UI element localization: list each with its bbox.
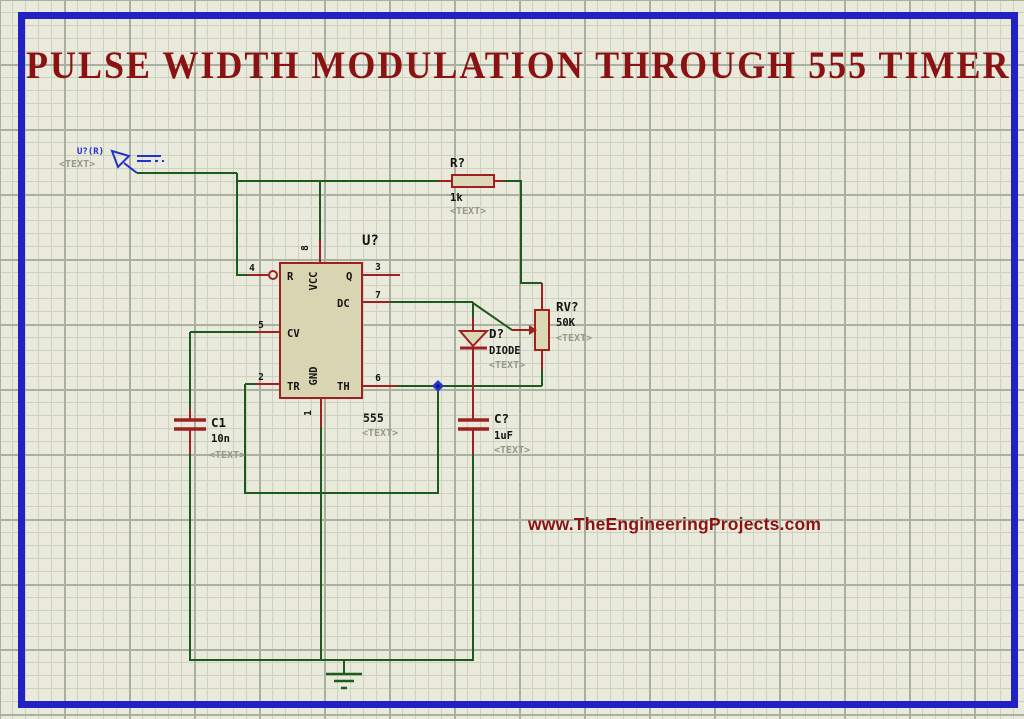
- cap1-value: 10n: [211, 433, 230, 445]
- timer-part: 555: [363, 411, 384, 425]
- wire-ground-rail[interactable]: [189, 454, 474, 661]
- pin-number-5: 5: [258, 320, 264, 331]
- timer-body[interactable]: [279, 262, 363, 399]
- cap1-text: <TEXT>: [209, 450, 245, 461]
- pot-body[interactable]: [534, 309, 550, 351]
- pin-name-dc: DC: [337, 298, 350, 310]
- pot-value: 50K: [556, 317, 576, 329]
- pin-number-4: 4: [249, 263, 255, 274]
- wire-wiper-diagonal[interactable]: [472, 302, 513, 331]
- diode-value: DIODE: [489, 345, 521, 357]
- pin-name-tr: TR: [287, 381, 300, 393]
- pot-text: <TEXT>: [556, 333, 592, 344]
- cap1-plates[interactable]: [174, 418, 206, 431]
- pin-number-7: 7: [375, 290, 381, 301]
- input-terminal-icon[interactable]: [110, 149, 164, 174]
- pot-ref: RV?: [556, 299, 579, 314]
- cap2-plates[interactable]: [458, 418, 489, 431]
- diode-ref: D?: [489, 326, 504, 341]
- ground-symbol[interactable]: [326, 672, 362, 690]
- wire-junction-to-reset-pin[interactable]: [236, 173, 247, 276]
- pin-number-8: 8: [300, 245, 311, 251]
- wire-th-to-tr-loop[interactable]: [244, 384, 439, 494]
- pin-number-6: 6: [375, 373, 381, 384]
- cap2-value: 1uF: [494, 430, 513, 442]
- pin-number-2: 2: [258, 372, 264, 383]
- pin-name-gnd: GND: [308, 367, 320, 386]
- pot-wiper-arrowhead: [529, 325, 537, 335]
- pin-name-vcc: VCC: [308, 272, 320, 291]
- cap2-text: <TEXT>: [494, 445, 530, 456]
- resistor-text: <TEXT>: [450, 206, 486, 217]
- pin-number-3: 3: [375, 262, 381, 273]
- input-terminal-text: <TEXT>: [59, 159, 95, 170]
- timer-ref: U?: [362, 233, 379, 249]
- watermark-text: www.TheEngineeringProjects.com: [528, 514, 822, 534]
- cap1-ref: C1: [211, 415, 226, 430]
- pin-number-1: 1: [303, 410, 314, 416]
- pin-name-r: R: [287, 271, 294, 283]
- cap2-ref: C?: [494, 411, 509, 426]
- pin-name-q: Q: [346, 271, 352, 283]
- pin-name-th: TH: [337, 381, 350, 393]
- diode-text: <TEXT>: [489, 360, 525, 371]
- junction-marker[interactable]: [432, 380, 444, 392]
- resistor-value: 1k: [450, 192, 463, 204]
- diode-body[interactable]: [457, 330, 490, 348]
- resistor-ref: R?: [450, 155, 465, 170]
- resistor-body[interactable]: [451, 174, 495, 188]
- pin4-inversion-bubble: [268, 270, 278, 280]
- timer-text: <TEXT>: [362, 428, 398, 439]
- page-title: PULSE WIDTH MODULATION THROUGH 555 TIMER: [26, 43, 1011, 87]
- input-terminal-ref: U?(R): [77, 147, 104, 157]
- pin-name-cv: CV: [287, 328, 300, 340]
- wire-resistor-to-pot[interactable]: [503, 180, 542, 284]
